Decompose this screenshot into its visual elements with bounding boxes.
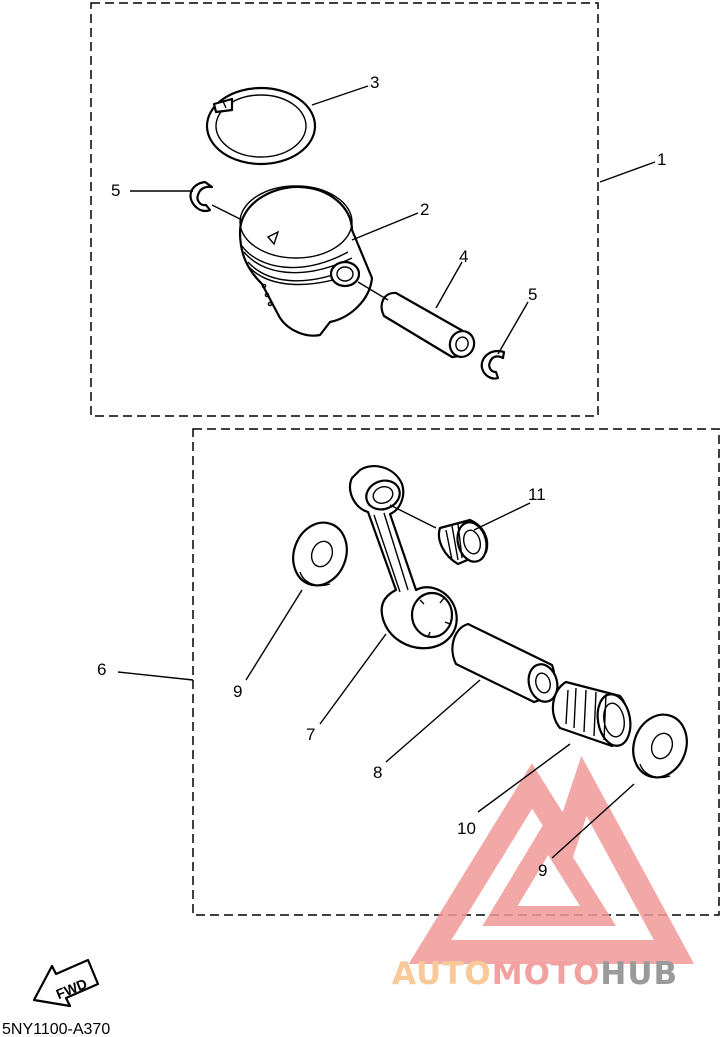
diagram-part-code: 5NY1100-A370	[2, 1021, 110, 1037]
callout-1[interactable]: 1	[657, 150, 666, 169]
callout-9-left[interactable]: 9	[233, 682, 242, 701]
piston-part[interactable]	[238, 185, 374, 337]
crank-pin-part[interactable]	[451, 622, 561, 705]
group-box-piston	[90, 2, 599, 417]
circlip-right-part[interactable]	[480, 350, 506, 380]
watermark-moto: MOTO	[492, 956, 601, 992]
callout-8[interactable]: 8	[373, 763, 382, 782]
callout-5-right[interactable]: 5	[528, 285, 537, 304]
automotohub-logo-mark	[408, 755, 695, 964]
piston-ring-part[interactable]	[205, 86, 317, 166]
callout-5-left[interactable]: 5	[111, 181, 120, 200]
watermark-auto: AUTO	[392, 956, 492, 992]
callout-9-right[interactable]: 9	[538, 861, 547, 880]
circlip-left-part[interactable]	[189, 180, 214, 213]
piston-pin-part[interactable]	[380, 291, 478, 360]
group-box-crankshaft	[192, 428, 720, 916]
callout-10[interactable]: 10	[457, 819, 476, 838]
callout-4[interactable]: 4	[459, 247, 468, 266]
big-end-bearing-part[interactable]	[551, 680, 634, 748]
thrust-washer-right-part[interactable]	[625, 707, 696, 785]
connecting-rod-part[interactable]	[348, 465, 458, 650]
watermark-text: AUTOMOTOHUB	[392, 956, 678, 992]
callout-11[interactable]: 11	[528, 485, 546, 504]
callouts: 1 2 3 4 5 5 6 7 8 9 9 10 11	[97, 73, 666, 880]
callout-7[interactable]: 7	[306, 725, 315, 744]
watermark-hub: HUB	[600, 956, 678, 992]
forward-arrow: FWD	[32, 958, 100, 1008]
callout-6[interactable]: 6	[97, 660, 106, 679]
callout-3[interactable]: 3	[370, 73, 379, 92]
thrust-washer-left-part[interactable]	[285, 515, 356, 593]
leader-lines	[117, 85, 656, 859]
callout-2[interactable]: 2	[420, 200, 429, 219]
small-end-bearing-part[interactable]	[437, 518, 491, 566]
